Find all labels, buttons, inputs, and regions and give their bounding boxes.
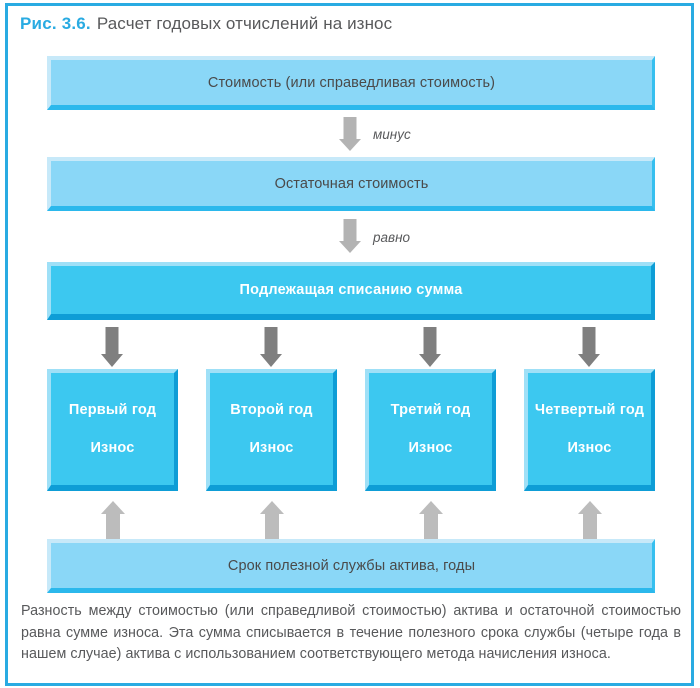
box-useful-life-label: Срок полезной службы актива, годы <box>227 557 476 574</box>
box-year-2-title: Второй год <box>230 402 313 418</box>
arrow-up-from-useful-life-2 <box>258 501 286 540</box>
arrow-minus <box>337 117 363 151</box>
arrow-down-to-year-3 <box>417 327 443 367</box>
box-year-3: Третий год Износ <box>365 369 496 491</box>
arrow-up-from-useful-life-3 <box>417 501 445 540</box>
box-year-4: Четвертый год Износ <box>524 369 655 491</box>
box-year-2-subtitle: Износ <box>249 440 294 456</box>
arrow-up-from-useful-life-1 <box>99 501 127 540</box>
page-frame-bottom <box>5 683 694 686</box>
figure-caption: Разность между стоимостью (или справедли… <box>21 603 681 662</box>
box-year-4-title: Четвертый год <box>534 402 645 418</box>
box-useful-life: Срок полезной службы актива, годы <box>47 539 655 593</box>
box-year-1-subtitle: Износ <box>90 440 135 456</box>
box-cost: Стоимость (или справедливая стоимость) <box>47 56 655 110</box>
box-depreciable-amount: Подлежащая списанию сумма <box>47 262 655 320</box>
box-depreciable-amount-label: Подлежащая списанию сумма <box>239 282 463 298</box>
arrow-equals <box>337 219 363 253</box>
box-residual-value-label: Остаточная стоимость <box>274 175 429 192</box>
box-year-2: Второй год Износ <box>206 369 337 491</box>
box-year-4-subtitle: Износ <box>567 440 612 456</box>
arrow-down-to-year-4 <box>576 327 602 367</box>
box-cost-label: Стоимость (или справедливая стоимость) <box>207 74 496 91</box>
box-residual-value: Остаточная стоимость <box>47 157 655 211</box>
arrow-minus-label: минус <box>373 127 411 142</box>
box-year-1-title: Первый год <box>68 402 157 418</box>
figure-number: Рис. 3.6. <box>20 14 91 33</box>
arrow-equals-label: равно <box>373 230 410 245</box>
figure-title-text: Расчет годовых отчислений на износ <box>96 14 393 33</box>
arrow-up-from-useful-life-4 <box>576 501 604 540</box>
page-frame-top <box>5 3 694 6</box>
box-year-3-title: Третий год <box>390 402 471 418</box>
page-frame-left <box>5 3 8 686</box>
box-year-3-subtitle: Износ <box>408 440 453 456</box>
arrow-down-to-year-2 <box>258 327 284 367</box>
arrow-down-to-year-1 <box>99 327 125 367</box>
page-frame-right <box>691 3 694 686</box>
figure-title: Рис. 3.6. Расчет годовых отчислений на из… <box>20 14 392 34</box>
box-year-1: Первый год Износ <box>47 369 178 491</box>
